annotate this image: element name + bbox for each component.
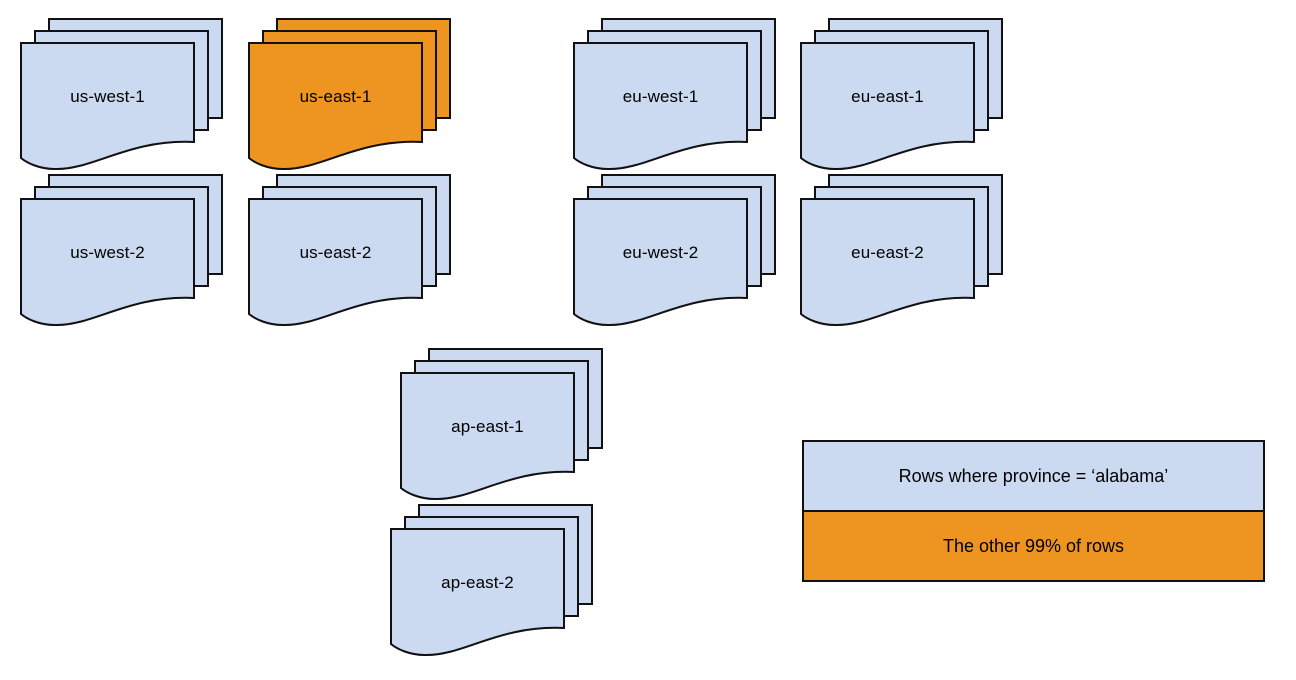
document-card-front bbox=[248, 42, 423, 171]
document-stack-eu-west-1[interactable]: eu-west-1 bbox=[573, 18, 776, 171]
document-stack-shape bbox=[20, 18, 223, 171]
document-stack-ap-east-2[interactable]: ap-east-2 bbox=[390, 504, 593, 657]
document-card-outline bbox=[20, 42, 195, 171]
document-card-front bbox=[573, 198, 748, 327]
document-card-outline bbox=[573, 42, 748, 171]
document-card-front bbox=[800, 42, 975, 171]
document-card-outline bbox=[248, 198, 423, 327]
document-stack-shape bbox=[573, 174, 776, 327]
document-stack-shape bbox=[800, 18, 1003, 171]
document-stack-eu-west-2[interactable]: eu-west-2 bbox=[573, 174, 776, 327]
document-card-outline bbox=[400, 372, 575, 501]
document-card-outline bbox=[20, 198, 195, 327]
document-stack-us-west-2[interactable]: us-west-2 bbox=[20, 174, 223, 327]
document-card-front bbox=[573, 42, 748, 171]
legend-item-other-rows: The other 99% of rows bbox=[804, 512, 1263, 580]
document-card-front bbox=[248, 198, 423, 327]
document-card-outline bbox=[248, 42, 423, 171]
document-card-front bbox=[800, 198, 975, 327]
document-card-front bbox=[390, 528, 565, 657]
document-card-outline bbox=[573, 198, 748, 327]
document-stack-shape bbox=[20, 174, 223, 327]
document-card-front bbox=[400, 372, 575, 501]
document-card-outline bbox=[800, 198, 975, 327]
document-stack-shape bbox=[400, 348, 603, 501]
document-stack-eu-east-1[interactable]: eu-east-1 bbox=[800, 18, 1003, 171]
document-stack-shape bbox=[390, 504, 593, 657]
document-stack-shape bbox=[248, 18, 451, 171]
document-stack-eu-east-2[interactable]: eu-east-2 bbox=[800, 174, 1003, 327]
document-stack-us-east-2[interactable]: us-east-2 bbox=[248, 174, 451, 327]
document-card-front bbox=[20, 42, 195, 171]
legend-item-matching-rows: Rows where province = ‘alabama’ bbox=[804, 442, 1263, 512]
document-stack-shape bbox=[573, 18, 776, 171]
document-stack-ap-east-1[interactable]: ap-east-1 bbox=[400, 348, 603, 501]
document-card-outline bbox=[800, 42, 975, 171]
document-stack-shape bbox=[248, 174, 451, 327]
legend: Rows where province = ‘alabama’The other… bbox=[802, 440, 1265, 582]
document-stack-us-east-1[interactable]: us-east-1 bbox=[248, 18, 451, 171]
document-card-front bbox=[20, 198, 195, 327]
document-stack-us-west-1[interactable]: us-west-1 bbox=[20, 18, 223, 171]
document-card-outline bbox=[390, 528, 565, 657]
document-stack-shape bbox=[800, 174, 1003, 327]
